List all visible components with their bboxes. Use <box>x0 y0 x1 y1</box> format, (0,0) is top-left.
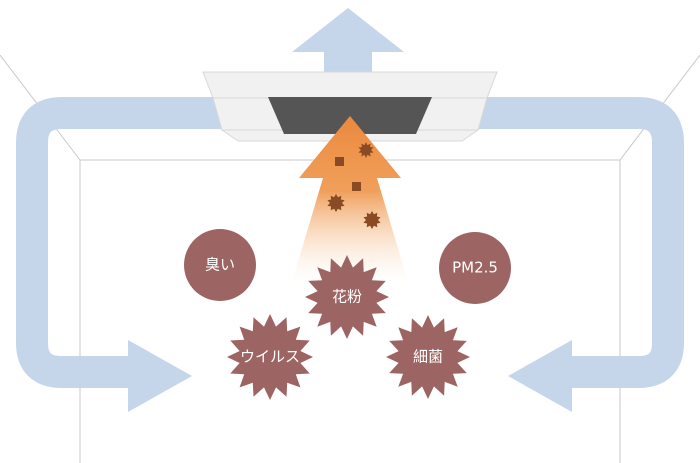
pm25-label: PM2.5 <box>452 259 498 277</box>
intake-particles <box>327 142 381 229</box>
pm25-badge: PM2.5 <box>439 232 511 304</box>
odor-label: 臭い <box>205 256 235 274</box>
pollen-label: 花粉 <box>332 288 362 306</box>
right-airflow-arrowhead <box>508 340 572 412</box>
bacteria-badge: 細菌 <box>386 315 470 399</box>
odor-badge: 臭い <box>184 229 256 301</box>
exhaust-arrow <box>292 8 404 86</box>
pollen-badge: 花粉 <box>305 255 389 339</box>
virus-label: ウイルス <box>240 348 300 366</box>
right-airflow-loop <box>468 97 684 388</box>
vent-grille <box>268 97 432 134</box>
bacteria-label: 細菌 <box>413 348 443 366</box>
intake-arrow <box>292 116 408 282</box>
virus-badge: ウイルス <box>227 314 313 400</box>
left-airflow-loop <box>16 97 230 388</box>
left-airflow-arrowhead <box>128 340 192 412</box>
